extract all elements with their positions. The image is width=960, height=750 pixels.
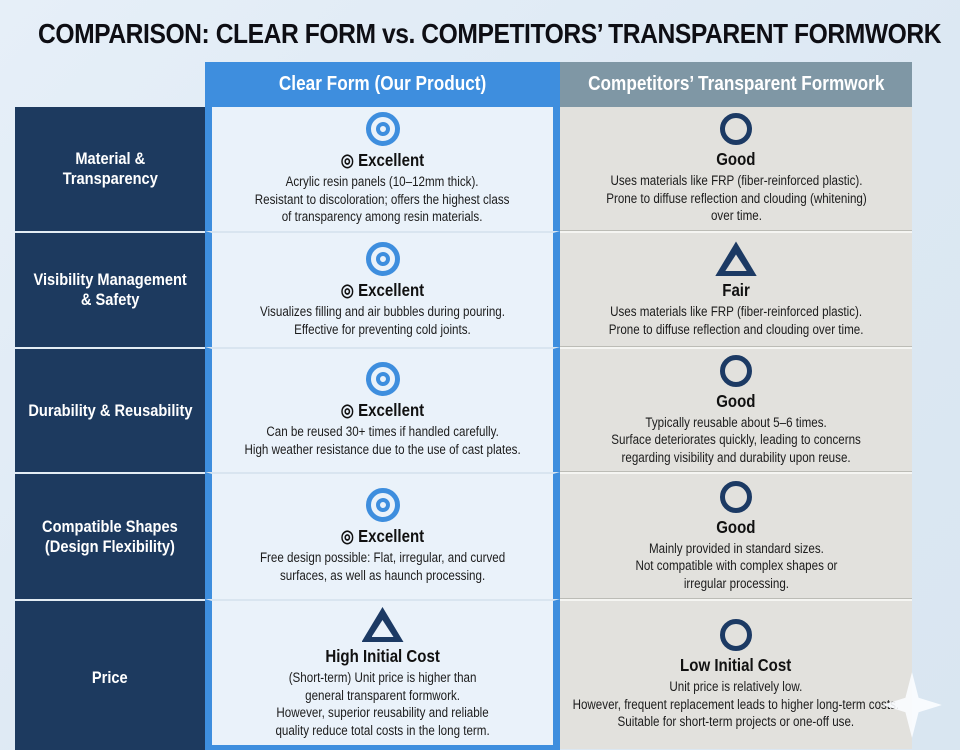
- comparison-table: Clear Form (Our Product) Competitors’ Tr…: [15, 62, 912, 750]
- rating-text: Good: [716, 149, 756, 170]
- triangle-icon: [715, 241, 757, 277]
- rating-text: ◎ Excellent: [340, 150, 425, 171]
- double-circle-icon: [365, 112, 400, 147]
- clear-form-cell-price: High Initial Cost (Short-term) Unit pric…: [205, 599, 560, 750]
- rating-text: Fair: [722, 280, 750, 301]
- double-circle-icon: [365, 488, 400, 523]
- double-circle-icon: [365, 241, 400, 276]
- rating-text: High Initial Cost: [325, 646, 440, 666]
- clear-form-cell-material: ◎ Excellent Acrylic resin panels (10–12m…: [205, 107, 560, 231]
- rating-text: Good: [716, 390, 756, 411]
- double-circle-icon: [365, 362, 400, 397]
- row-label-material-transparency: Material & Transparency: [15, 107, 205, 231]
- column-header-competitors: Competitors’ Transparent Formwork: [560, 62, 912, 107]
- rating-text: Low Initial Cost: [680, 655, 792, 676]
- rating-text: Good: [716, 516, 756, 537]
- competitor-cell-price: Low Initial Cost Unit price is relativel…: [560, 599, 912, 750]
- row-label-text: Material & Transparency: [62, 149, 158, 188]
- rating-description: Acrylic resin panels (10–12mm thick). Re…: [255, 174, 510, 225]
- rating-description: Visualizes filling and air bubbles durin…: [259, 303, 506, 337]
- circle-icon: [720, 113, 752, 146]
- rating-description: Can be reused 30+ times if handled caref…: [244, 424, 521, 457]
- row-label-text: Visibility Management & Safety: [33, 270, 187, 309]
- competitor-cell-visibility: Fair Uses materials like FRP (fiber-rein…: [560, 231, 912, 347]
- row-label-visibility-safety: Visibility Management & Safety: [15, 231, 205, 347]
- rating-text: ◎ Excellent: [340, 526, 425, 547]
- clear-form-cell-visibility: ◎ Excellent Visualizes filling and air b…: [205, 231, 560, 347]
- page-title: COMPARISON: CLEAR FORM vs. COMPETITORS’ …: [38, 18, 942, 49]
- row-label-price: Price: [15, 599, 205, 750]
- column-header-clear-form: Clear Form (Our Product): [205, 62, 560, 107]
- rating-description: Uses materials like FRP (fiber-reinforce…: [605, 173, 867, 224]
- rating-description: (Short-term) Unit price is higher than g…: [275, 670, 490, 738]
- rating-description: Uses materials like FRP (fiber-reinforce…: [608, 304, 864, 337]
- row-label-text: Compatible Shapes (Design Flexibility): [42, 516, 178, 556]
- competitor-cell-durability: Good Typically reusable about 5–6 times.…: [560, 347, 912, 472]
- competitor-cell-shapes: Good Mainly provided in standard sizes. …: [560, 472, 912, 599]
- rating-text: ◎ Excellent: [340, 279, 425, 300]
- table-corner-spacer: [15, 62, 205, 107]
- competitor-cell-material: Good Uses materials like FRP (fiber-rein…: [560, 107, 912, 231]
- column-header-clear-form-label: Clear Form (Our Product): [278, 73, 487, 95]
- row-label-text: Price: [92, 667, 128, 687]
- rating-description: Free design possible: Flat, irregular, a…: [259, 550, 506, 583]
- clear-form-cell-shapes: ◎ Excellent Free design possible: Flat, …: [205, 472, 560, 599]
- rating-description: Typically reusable about 5–6 times. Surf…: [611, 414, 861, 465]
- row-label-durability-reusability: Durability & Reusability: [15, 347, 205, 472]
- triangle-icon: [361, 607, 404, 642]
- row-label-text: Durability & Reusability: [27, 400, 193, 420]
- clear-form-cell-durability: ◎ Excellent Can be reused 30+ times if h…: [205, 347, 560, 472]
- column-header-competitors-label: Competitors’ Transparent Formwork: [587, 73, 885, 95]
- circle-icon: [720, 619, 752, 652]
- circle-icon: [720, 354, 752, 387]
- rating-description: Mainly provided in standard sizes. Not c…: [635, 540, 837, 591]
- row-label-compatible-shapes: Compatible Shapes (Design Flexibility): [15, 472, 205, 599]
- rating-description: Unit price is relatively low. However, f…: [572, 679, 900, 730]
- circle-icon: [720, 480, 752, 513]
- rating-text: ◎ Excellent: [340, 400, 425, 421]
